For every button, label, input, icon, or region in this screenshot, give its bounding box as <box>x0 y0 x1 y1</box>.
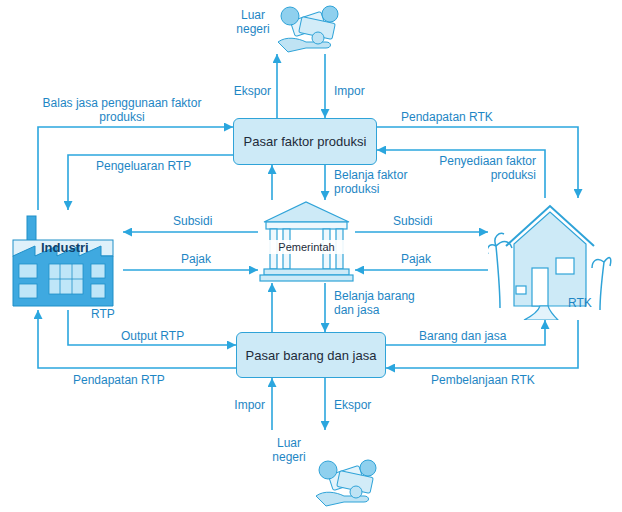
illustration <box>5 210 123 310</box>
node-text: Pasar faktor produksi <box>244 134 367 149</box>
flow-label: Pendapatan RTK <box>400 110 494 124</box>
sector-illustration: Luar negeri <box>226 2 353 54</box>
flow-arrow <box>324 283 326 332</box>
sector-illustration: Luar negeri <box>262 430 382 510</box>
flow-label: Subsidi <box>172 214 213 228</box>
flow-arrow <box>123 269 258 271</box>
sector-illustration: RTK <box>488 198 612 320</box>
sector-illustration: Pemerintah <box>258 200 355 283</box>
flow-arrow <box>386 320 578 368</box>
flow-arrow <box>271 165 273 200</box>
flow-arrow <box>324 165 326 200</box>
illustration <box>488 198 612 320</box>
flow-label: Balas jasa penggunaan faktor produksi <box>35 96 209 124</box>
flow-arrow <box>38 310 236 368</box>
flow-label: Belanja faktor produksi <box>333 168 435 196</box>
node-text: Luar negeri <box>230 8 276 36</box>
flow-label: Impor <box>333 84 366 98</box>
flow-arrow <box>123 231 258 233</box>
flow-arrow <box>386 320 545 345</box>
flow-label: Pengeluaran RTP <box>95 159 192 173</box>
market-box: Pasar barang dan jasa <box>236 332 386 378</box>
flow-label: Ekspor <box>333 398 372 412</box>
node-text: Pasar barang dan jasa <box>246 348 377 363</box>
flow-label: Pendapatan RTP <box>72 373 166 387</box>
flow-label: Subsidi <box>392 214 433 228</box>
flow-label: Pembelanjaan RTK <box>430 373 536 387</box>
flow-label: Impor <box>224 398 266 412</box>
flow-arrow <box>276 54 278 118</box>
node-text: Industri <box>41 241 89 255</box>
market-box: Pasar faktor produksi <box>233 118 377 165</box>
flow-arrow <box>324 378 326 430</box>
flow-arrow <box>355 269 488 271</box>
flow-label: Pajak <box>180 252 212 266</box>
flow-label: Pajak <box>400 252 432 266</box>
flow-arrow <box>324 54 326 118</box>
flow-arrow <box>38 127 233 210</box>
flow-label: Belanja barang dan jasa <box>333 289 435 317</box>
flow-label: Barang dan jasa <box>418 329 507 343</box>
flow-arrow <box>68 155 233 210</box>
node-text: RTP <box>91 307 115 321</box>
flow-arrow <box>355 231 488 233</box>
flow-arrow <box>271 378 273 430</box>
node-text: Luar negeri <box>266 436 312 464</box>
sector-illustration: IndustriRTP <box>5 210 123 310</box>
flow-label: Ekspor <box>222 84 272 98</box>
node-text: RTK <box>568 296 592 310</box>
flow-arrow <box>271 283 273 332</box>
flow-label: Output RTP <box>120 329 185 343</box>
node-text: Pemerintah <box>258 240 355 254</box>
